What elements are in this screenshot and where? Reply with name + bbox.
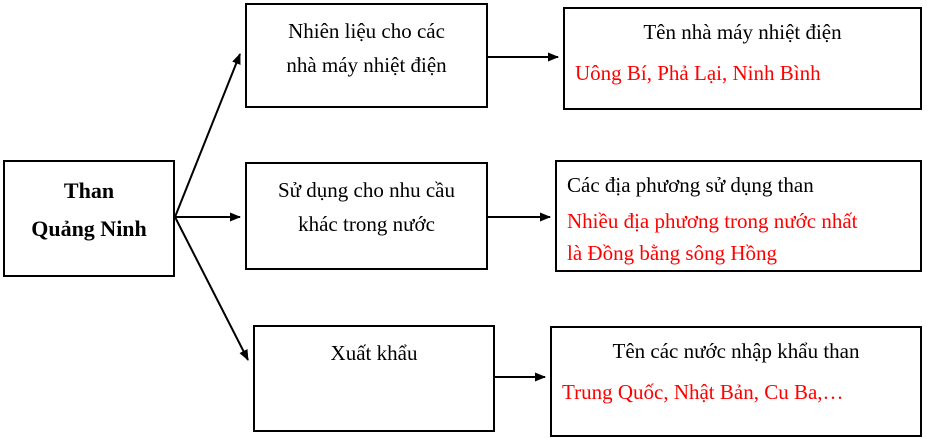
result-power-title: Tên nhà máy nhiệt điện — [643, 20, 842, 44]
use-domestic-line2: khác trong nước — [298, 212, 435, 236]
result-box-importers: Tên các nước nhập khẩu than Trung Quốc, … — [550, 326, 922, 437]
result-box-domestic-users: Các địa phương sử dụng than Nhiều địa ph… — [555, 160, 922, 272]
result-users-value-line1: Nhiều địa phương trong nước nhất — [567, 209, 858, 233]
result-box-power-plants: Tên nhà máy nhiệt điện Uông Bí, Phả Lại,… — [563, 7, 922, 110]
result-users-title: Các địa phương sử dụng than — [567, 173, 814, 197]
result-users-value: Nhiều địa phương trong nước nhất là Đồng… — [567, 205, 910, 269]
root-label-line2: Quảng Ninh — [31, 216, 147, 241]
arrow-root-to-fuel — [174, 53, 241, 218]
result-users-value-line2: là Đồng bằng sông Hồng — [567, 241, 777, 265]
use-fuel-line2: nhà máy nhiệt điện — [286, 53, 447, 77]
use-box-domestic: Sử dụng cho nhu cầu khác trong nước — [245, 162, 488, 270]
use-export-line1: Xuất khẩu — [330, 341, 418, 365]
use-domestic-line1: Sử dụng cho nhu cầu — [277, 178, 456, 202]
arrow-root-to-export — [174, 216, 249, 361]
result-importers-title: Tên các nước nhập khẩu than — [612, 339, 860, 363]
use-fuel-line1: Nhiên liệu cho các — [288, 19, 445, 43]
use-box-fuel: Nhiên liệu cho các nhà máy nhiệt điện — [245, 3, 488, 108]
root-box-than-quang-ninh: Than Quảng Ninh — [3, 160, 175, 277]
use-box-export: Xuất khẩu — [253, 325, 495, 432]
result-power-value: Uông Bí, Phả Lại, Ninh Bình — [575, 61, 821, 85]
root-label-line1: Than — [63, 178, 115, 203]
result-importers-value: Trung Quốc, Nhật Bản, Cu Ba,… — [562, 380, 844, 404]
